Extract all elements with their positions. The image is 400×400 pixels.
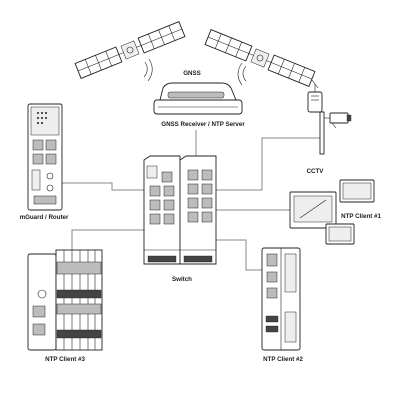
io-module-icon xyxy=(27,249,103,351)
display-panel-icon xyxy=(289,179,375,245)
link-switch-client2 xyxy=(196,239,262,271)
client1-label: NTP Client #1 xyxy=(341,213,381,220)
link-switch-client3 xyxy=(71,229,150,252)
signal-waves-icon xyxy=(143,58,247,86)
cctv-label: CCTV xyxy=(307,168,325,175)
gnss-label: GNSS xyxy=(183,70,201,77)
link-switch-cctv xyxy=(214,130,323,191)
satellite-icon xyxy=(74,21,186,79)
gnss-receiver-icon xyxy=(153,82,243,115)
connection-lines xyxy=(62,130,323,271)
router-device-icon xyxy=(27,103,63,211)
client2-label: NTP Client #2 xyxy=(263,356,303,363)
satellite-icon xyxy=(204,29,316,87)
cctv-camera-icon xyxy=(307,79,352,155)
switch-device-icon xyxy=(143,155,217,265)
link-router-switch xyxy=(62,182,146,191)
receiver-label: GNSS Receiver / NTP Server xyxy=(161,121,245,128)
router-label: mGuard / Router xyxy=(20,214,69,221)
switch-label: Switch xyxy=(172,276,192,283)
client3-label: NTP Client #3 xyxy=(45,356,85,363)
controller-device-icon xyxy=(261,247,301,351)
